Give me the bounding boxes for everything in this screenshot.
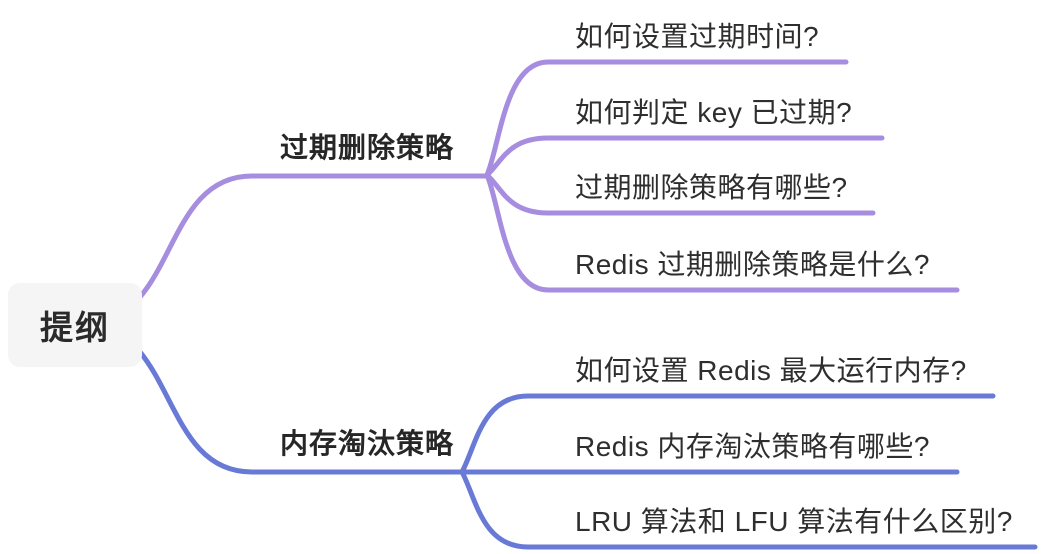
leaf-node-set-expire-time[interactable]: 如何设置过期时间? <box>575 21 820 52</box>
edge-root-to-branch1 <box>137 173 490 300</box>
edge-branch1-to-leaf3 <box>484 172 876 216</box>
leaf-node-redis-expiration-strategy[interactable]: Redis 过期删除策略是什么? <box>575 249 930 280</box>
root-node[interactable]: 提纲 <box>8 283 142 367</box>
leaf-node-judge-key-expired[interactable]: 如何判定 key 已过期? <box>575 97 853 128</box>
edge-branch1-to-leaf1 <box>484 59 849 178</box>
branch-node-expiration-policy[interactable]: 过期删除策略 <box>280 132 455 163</box>
leaf-node-lru-vs-lfu[interactable]: LRU 算法和 LFU 算法有什么区别? <box>575 506 1013 537</box>
leaf-node-eviction-strategies[interactable]: Redis 内存淘汰策略有哪些? <box>575 431 930 462</box>
leaf-node-set-max-memory[interactable]: 如何设置 Redis 最大运行内存? <box>575 355 967 386</box>
edge-root-to-branch2 <box>137 349 465 475</box>
edge-branch1-to-leaf2 <box>484 135 885 178</box>
branch-node-memory-eviction-policy[interactable]: 内存淘汰策略 <box>280 428 455 459</box>
edge-branch1-to-leaf4 <box>484 172 960 293</box>
edge-branch2-to-leaf7 <box>459 469 1038 550</box>
edge-branch2-to-leaf5 <box>459 393 996 475</box>
leaf-node-expiration-strategies[interactable]: 过期删除策略有哪些? <box>575 172 848 203</box>
